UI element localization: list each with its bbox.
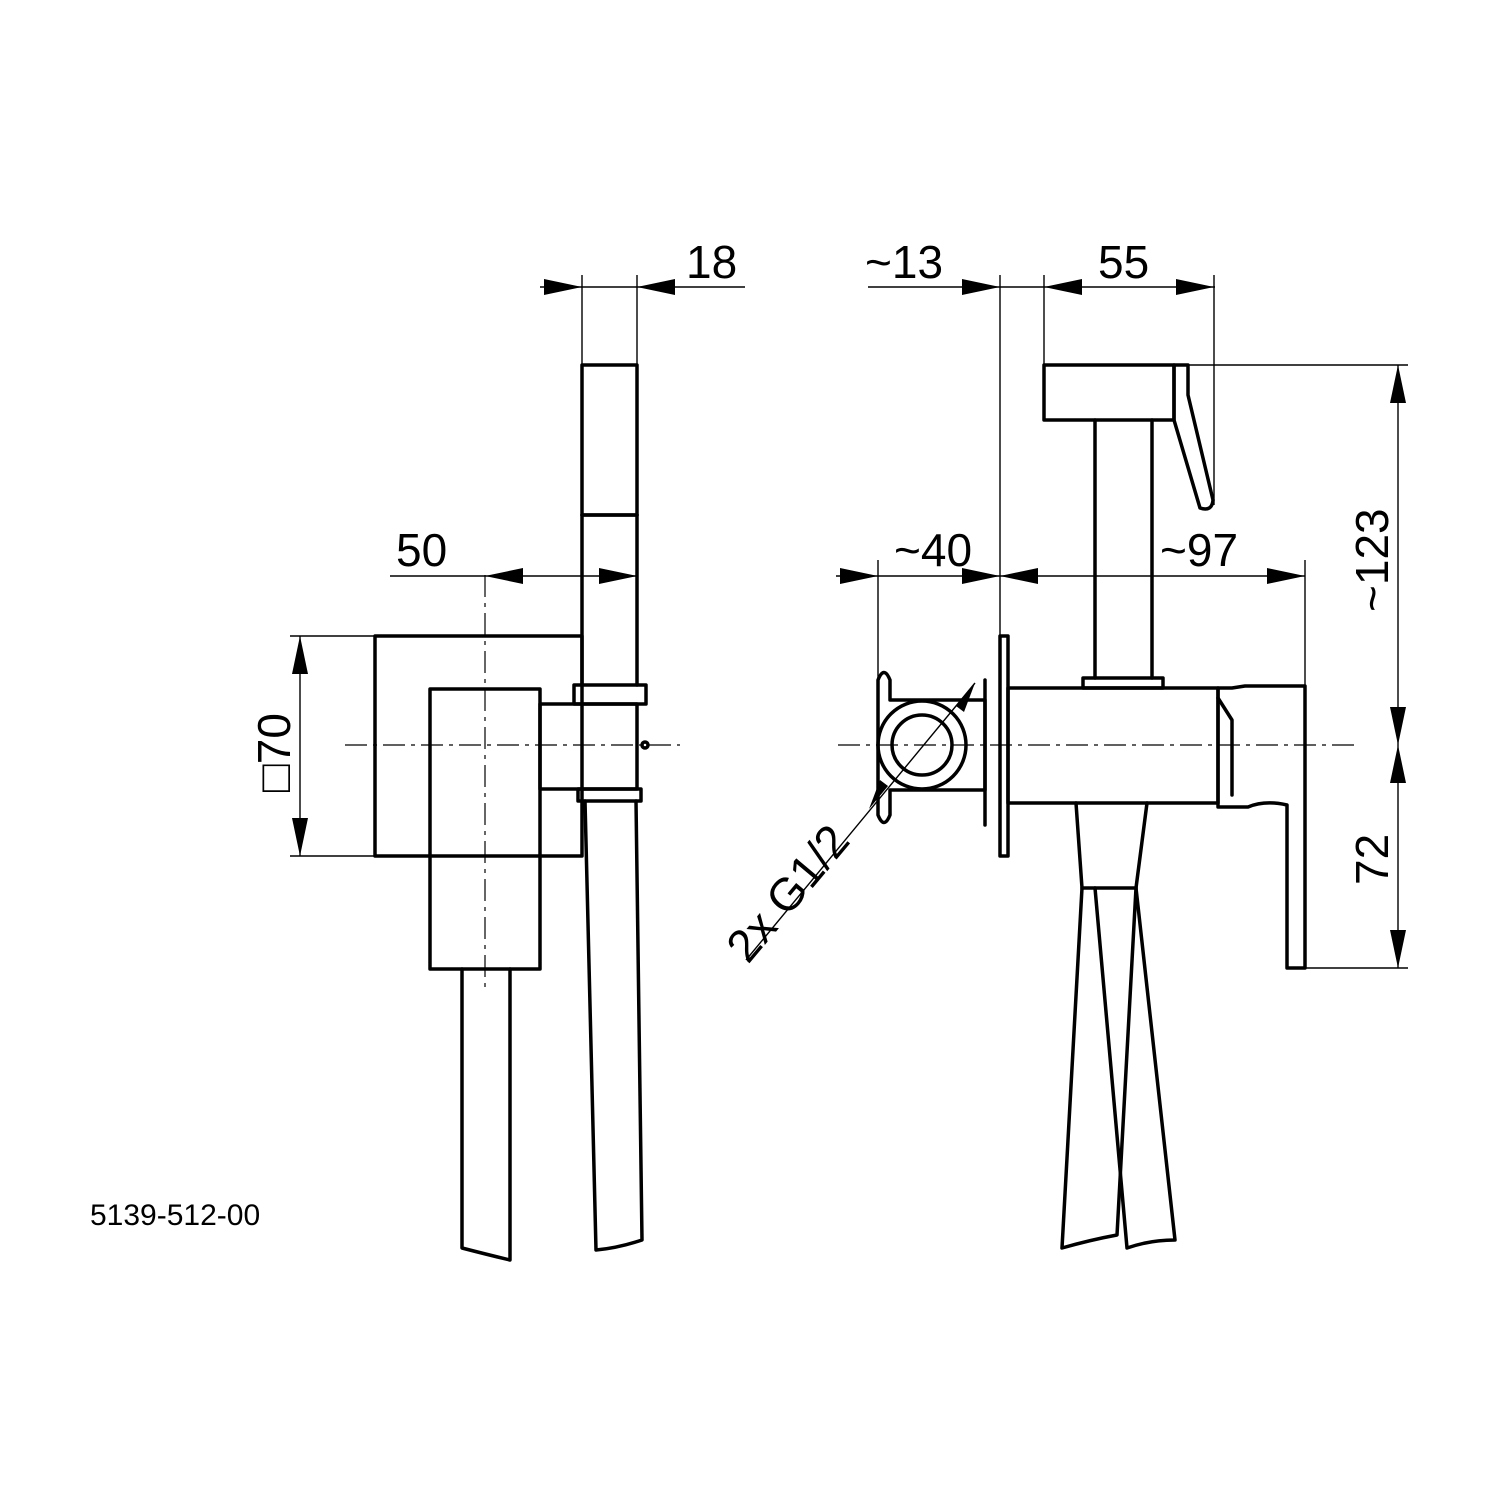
dim-97-label: ~97 [1160, 524, 1238, 576]
side-hose-1 [460, 967, 512, 1262]
side-holder-ring-bottom [576, 787, 643, 803]
dim-square70-label: □70 [248, 713, 300, 792]
dim-40-label: ~40 [894, 524, 972, 576]
thread-label: 2x G1/2 [716, 815, 859, 972]
part-number: 5139-512-00 [90, 1199, 260, 1232]
side-wall-plate [373, 634, 584, 858]
front-view: ~13 55 ~40 ~97 ~123 72 2x G1/2 [716, 236, 1408, 1250]
dim-18-label: 18 [686, 236, 737, 288]
front-hose-2 [1093, 886, 1177, 1250]
front-outlet [1074, 801, 1149, 890]
dim-50-label: 50 [396, 524, 447, 576]
side-hose-2 [583, 799, 644, 1252]
dim-72-label: 72 [1346, 834, 1398, 885]
front-hose-1 [1060, 886, 1138, 1250]
side-connector [538, 702, 639, 791]
side-view: 18 50 □70 5139-512-00 [90, 236, 745, 1262]
dim-55-label: 55 [1098, 236, 1149, 288]
front-trigger [1172, 363, 1215, 511]
dim-13-label: ~13 [865, 236, 943, 288]
side-holder-ring [572, 683, 648, 706]
dim-123-label: ~123 [1346, 508, 1398, 612]
side-spray-head [580, 363, 639, 517]
front-spray-head [1042, 363, 1176, 422]
